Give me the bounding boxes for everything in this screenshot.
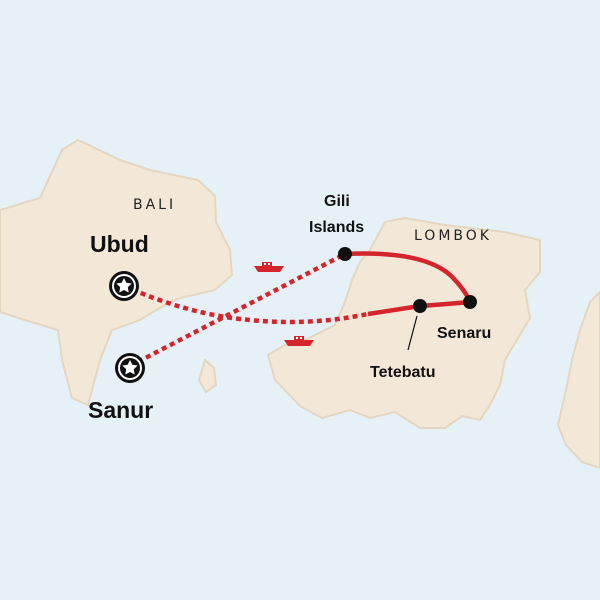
place-label-ubud: Ubud xyxy=(90,231,149,257)
place-label-tetebatu: Tetebatu xyxy=(370,364,435,381)
place-label-gili: Gili xyxy=(324,193,350,210)
region-label-bali: BALI xyxy=(133,197,176,213)
lombok-island xyxy=(266,216,541,429)
boat-icon xyxy=(284,336,314,346)
route-gili-senaru xyxy=(344,251,473,303)
boat-icon xyxy=(254,262,284,272)
sumbawa-island-edge xyxy=(556,290,600,470)
route-tetebatu-leg xyxy=(367,303,421,317)
bali-island xyxy=(0,138,234,407)
place-label-senaru: Senaru xyxy=(437,325,491,342)
islet xyxy=(197,358,218,394)
tetebatu-leader-line xyxy=(407,315,418,351)
route-sanur-gili xyxy=(128,252,347,368)
star-in-circle-icon xyxy=(115,353,145,383)
place-label-islands: Islands xyxy=(309,219,364,236)
dot-icon xyxy=(463,295,477,309)
route-ubud-tetebatu xyxy=(123,283,369,325)
dot-icon xyxy=(338,247,352,261)
region-label-lombok: LOMBOK xyxy=(414,228,492,244)
place-label-sanur: Sanur xyxy=(88,397,153,423)
star-in-circle-icon xyxy=(109,271,139,301)
dot-icon xyxy=(413,299,427,313)
